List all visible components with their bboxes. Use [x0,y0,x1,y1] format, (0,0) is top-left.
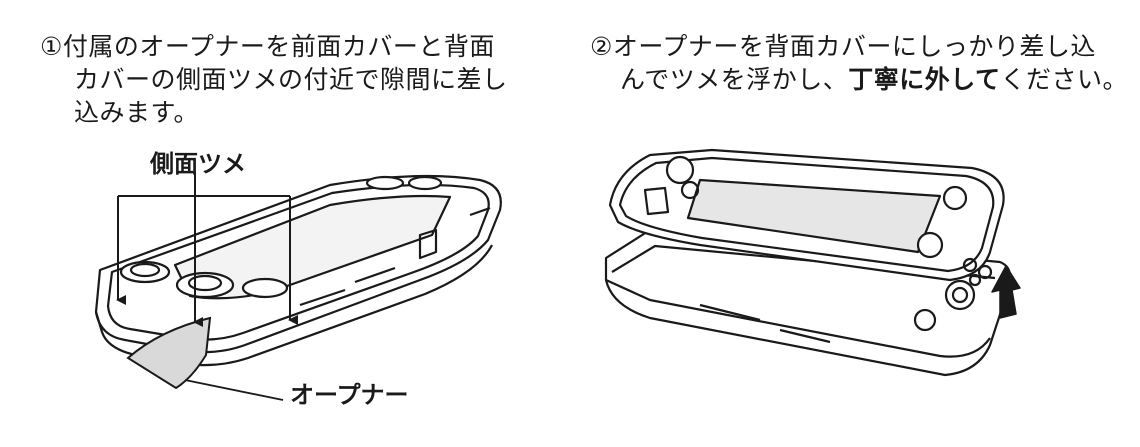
step-2-line-1: ②オープナーを背面カバーにしっかり差し込 [590,32,1096,61]
right-console-illustration [604,148,1012,377]
step-1-line-1: ①付属のオープナーを前面カバーと背面 [40,32,495,61]
side-tab-arrows [116,172,298,327]
step-2-emphasis: 丁寧に外して [848,65,1001,94]
left-console-illustration [94,174,502,367]
side-tabs-label: 側面ツメ [150,150,246,178]
step-2-line-2: んでツメを浮かし、丁寧に外してください。 [590,63,1128,96]
step-2-line-2-post: ください。 [1000,65,1129,94]
opener-leader-line [184,379,284,401]
opener-label: オープナー [290,381,409,409]
step-1-line-2: カバーの側面ツメの付近で隙間に差し [74,65,508,94]
step-2-line-2-pre: んでツメを浮かし、 [620,65,849,94]
step-2-instruction: ②オープナーを背面カバーにしっかり差し込 んでツメを浮かし、丁寧に外してください… [590,30,1128,96]
step-1-line-3: 込みます。 [74,98,200,127]
step-1-instruction: ①付属のオープナーを前面カバーと背面 カバーの側面ツメの付近で隙間に差し 込みま… [40,30,540,129]
opener-pick [126,316,212,390]
lift-arrow-icon [991,265,1021,319]
